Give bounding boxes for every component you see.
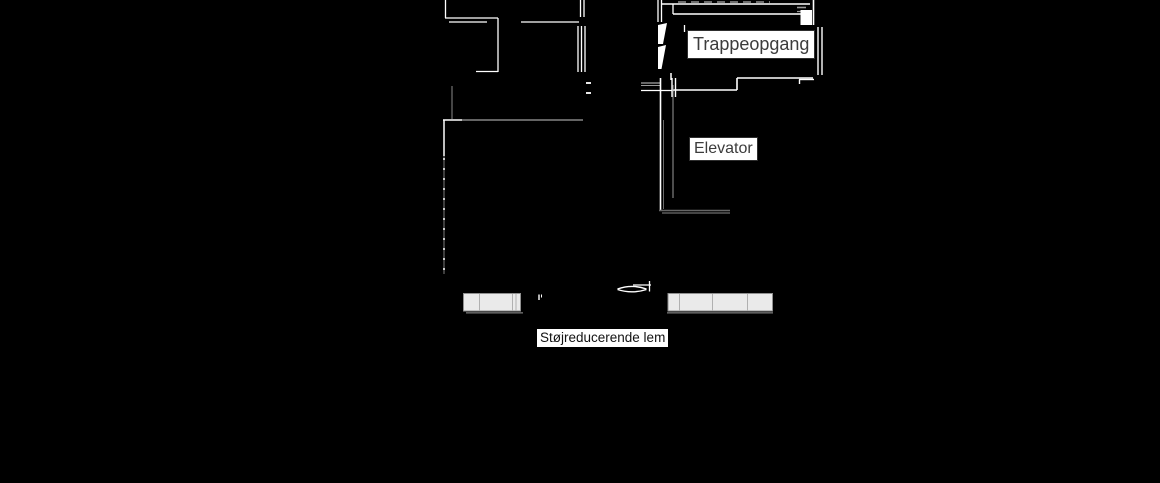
staircase-door-leafs	[658, 10, 812, 69]
staircase-label: Trappeopgang	[687, 30, 816, 59]
noise-hatch-symbol	[617, 281, 651, 293]
left-room-walls	[443, 86, 583, 274]
top-left-room-walls	[444, 0, 586, 73]
window-band-right	[667, 293, 773, 314]
elevator-shaft-walls	[659, 78, 730, 214]
elevator-label: Elevator	[689, 137, 758, 162]
top-left-opening-marks	[586, 82, 591, 94]
staircase-room-walls	[657, 0, 823, 97]
frame-tick	[538, 294, 542, 300]
noise-hatch-label: Støjreducerende lem	[536, 328, 670, 348]
window-band-left	[463, 293, 523, 314]
corridor-walls	[641, 73, 674, 92]
